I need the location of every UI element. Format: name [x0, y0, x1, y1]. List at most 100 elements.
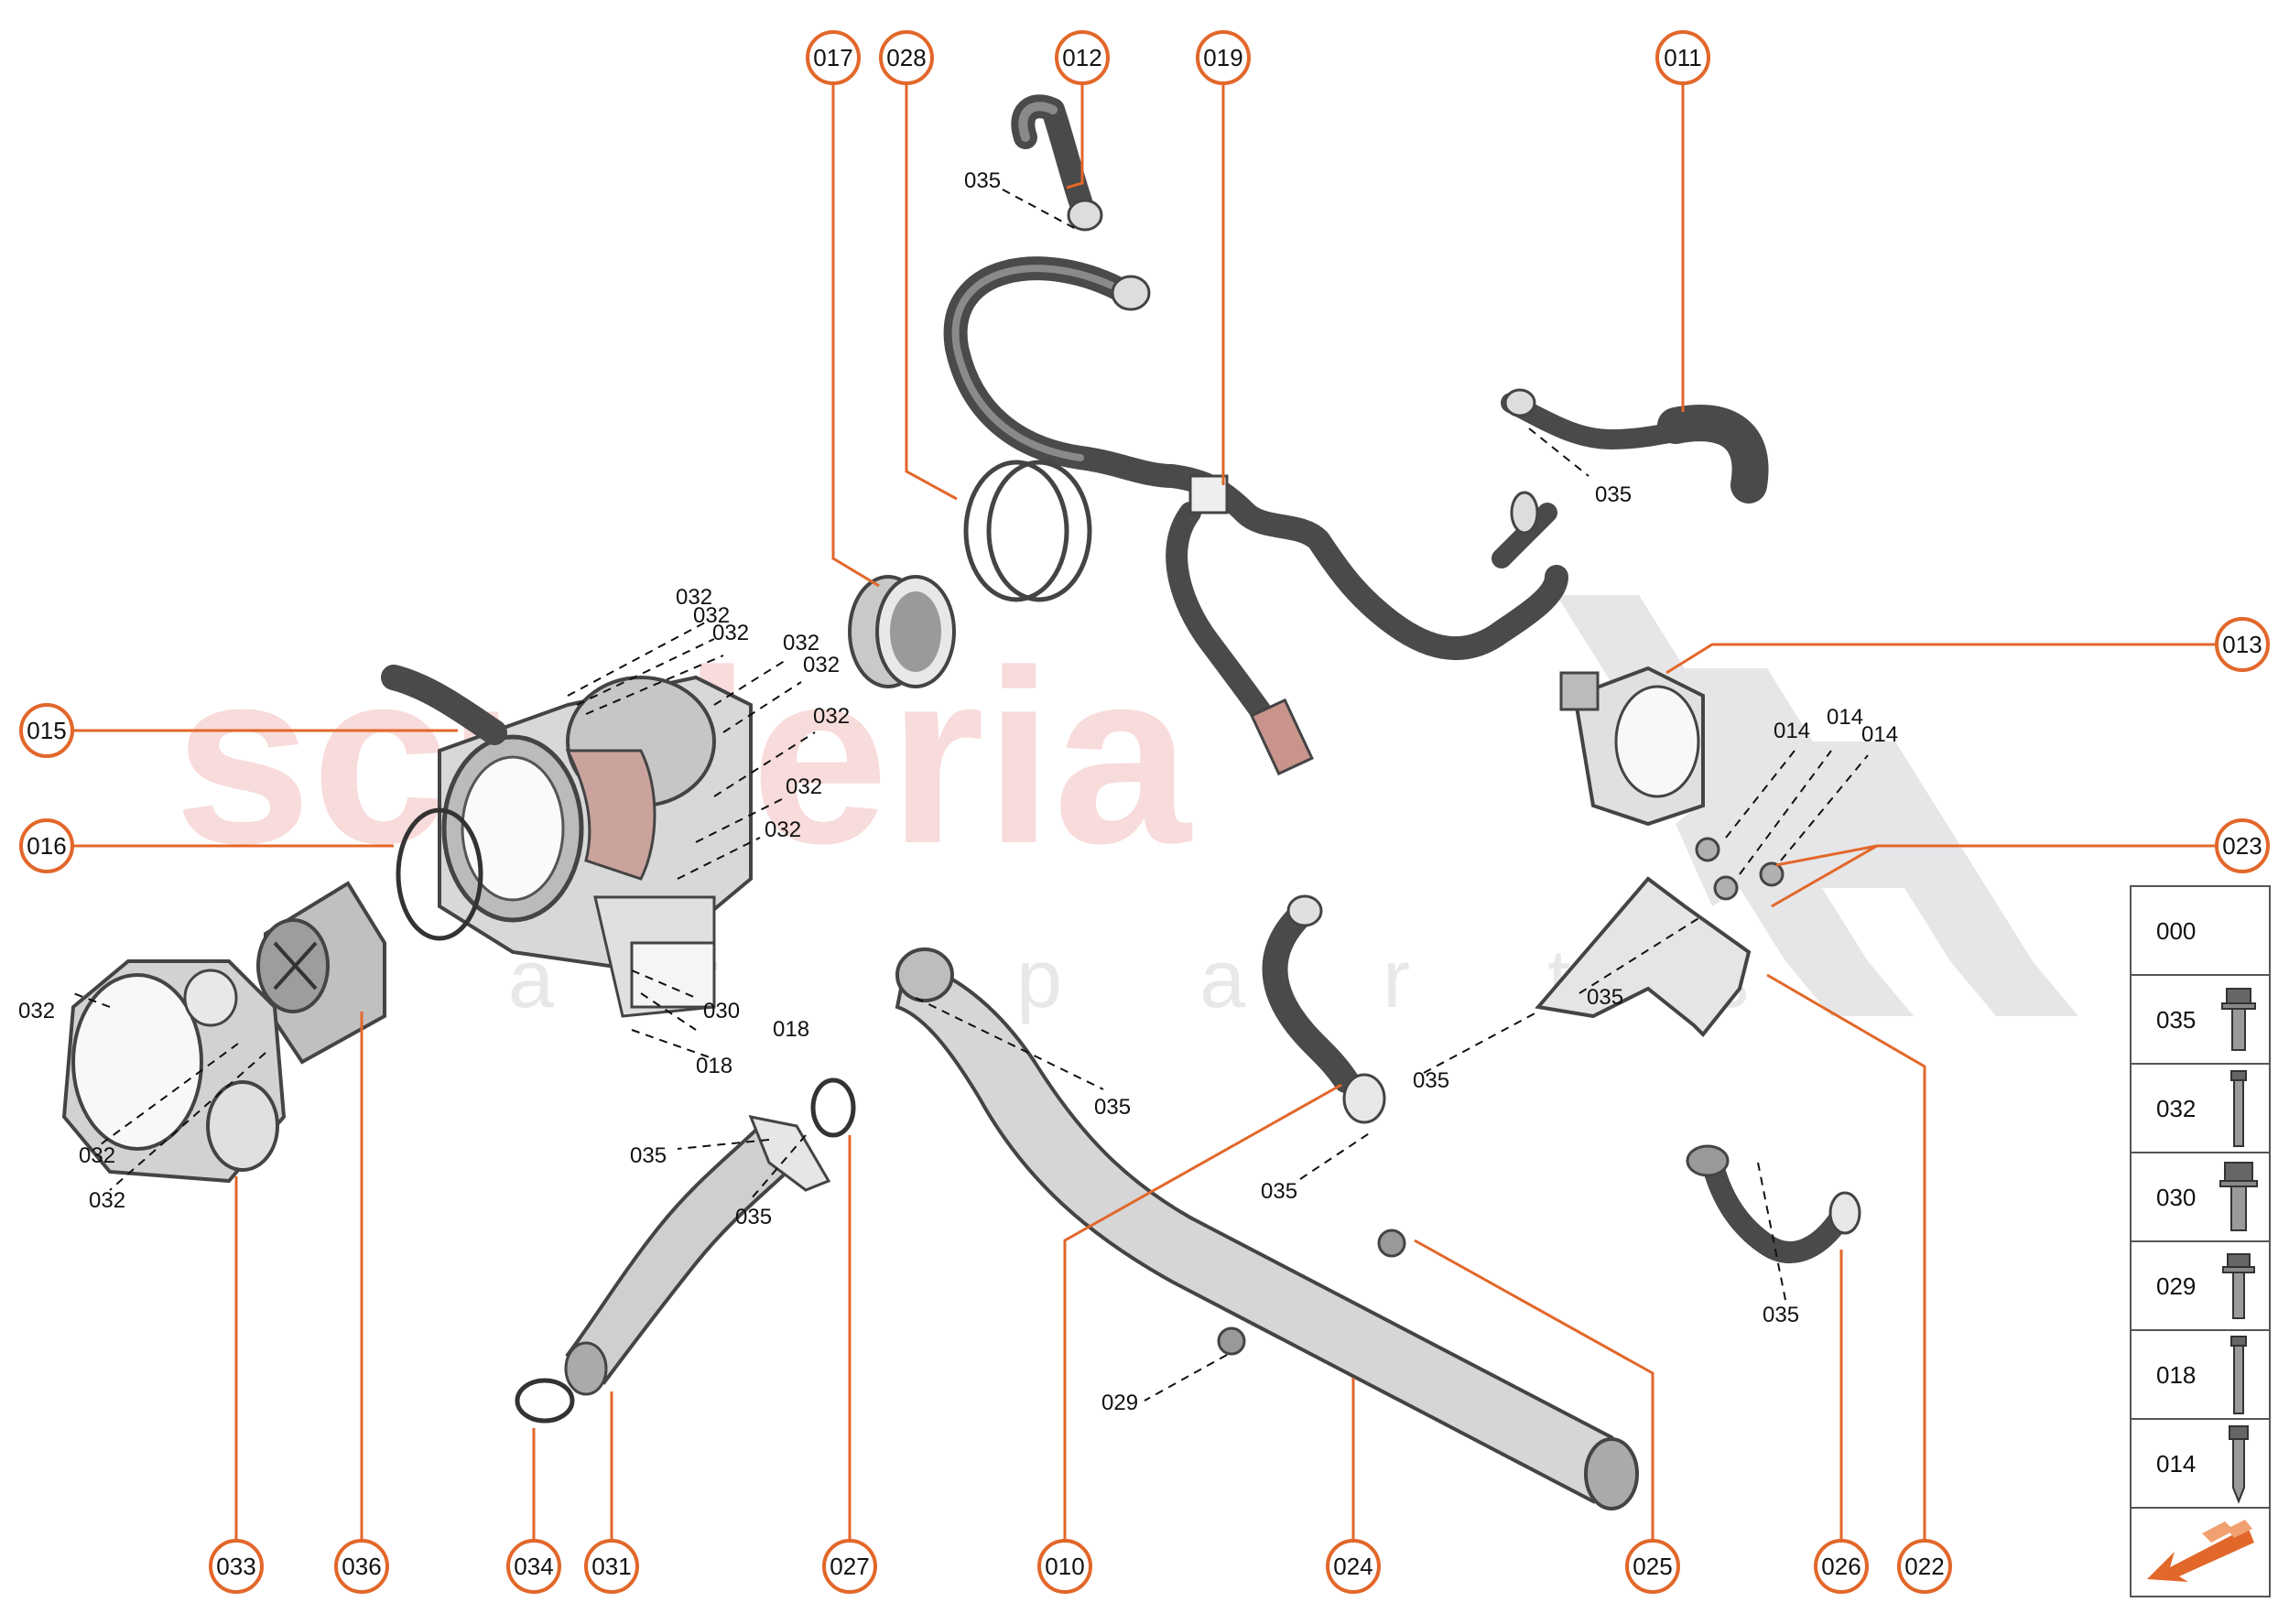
label-030: 030: [703, 999, 740, 1023]
part-028-clamp: [963, 460, 1092, 602]
fastener-legend: 000 035 032 030: [2130, 885, 2271, 1597]
label-032: 032: [676, 585, 712, 610]
long-bolt-icon: [2230, 1336, 2247, 1414]
callout-031[interactable]: 031: [584, 1539, 639, 1594]
part-026-hose: [1686, 1144, 1861, 1264]
svg-text:025: 025: [1633, 1553, 1672, 1580]
callout-026[interactable]: 026: [1814, 1539, 1869, 1594]
label-035: 035: [1094, 1095, 1131, 1120]
label-032: 032: [89, 1188, 125, 1213]
callout-023[interactable]: 023: [2215, 818, 2270, 873]
dashed-leaders: [72, 189, 1869, 1402]
legend-item-035[interactable]: 035: [2130, 974, 2271, 1065]
svg-text:022: 022: [1904, 1553, 1944, 1580]
self-tapping-screw-icon: [2229, 1425, 2249, 1504]
callout-025[interactable]: 025: [1625, 1539, 1680, 1594]
svg-text:010: 010: [1045, 1553, 1084, 1580]
label-032: 032: [765, 817, 801, 842]
part-010-hose: [1262, 894, 1386, 1124]
part-016-o-ring: [396, 807, 483, 941]
svg-text:034: 034: [514, 1553, 553, 1580]
flange-bolt-icon: [2219, 1162, 2258, 1231]
svg-text:011: 011: [1664, 44, 1701, 71]
legend-item-030[interactable]: 030: [2130, 1152, 2271, 1242]
label-032: 032: [783, 631, 819, 655]
label-032: 032: [786, 774, 822, 799]
callouts: 017 028 012 019 011 015 016 013 023 033 …: [19, 30, 2270, 1594]
callout-012[interactable]: 012: [1055, 30, 1110, 85]
callout-034[interactable]: 034: [506, 1539, 561, 1594]
callout-013[interactable]: 013: [2215, 617, 2270, 672]
svg-text:033: 033: [216, 1553, 255, 1580]
callout-033[interactable]: 033: [209, 1539, 264, 1594]
label-032: 032: [18, 999, 55, 1023]
legend-item-018[interactable]: 018: [2130, 1329, 2271, 1420]
callout-leaders: [69, 81, 2218, 1544]
callout-015[interactable]: 015: [19, 703, 74, 758]
legend-code: 014: [2156, 1450, 2196, 1478]
svg-text:027: 027: [830, 1553, 869, 1580]
label-014: 014: [1827, 705, 1863, 730]
callout-027[interactable]: 027: [822, 1539, 877, 1594]
svg-text:016: 016: [27, 832, 66, 860]
callout-036[interactable]: 036: [334, 1539, 389, 1594]
part-015-turbocharger: [381, 665, 753, 1018]
callout-016[interactable]: 016: [19, 818, 74, 873]
legend-code: 032: [2156, 1095, 2196, 1122]
part-029-plug: [1217, 1326, 1246, 1356]
callout-010[interactable]: 010: [1037, 1539, 1092, 1594]
label-032: 032: [803, 653, 840, 677]
svg-text:017: 017: [813, 44, 852, 71]
callout-011[interactable]: 011: [1655, 30, 1710, 85]
legend-code: 000: [2156, 917, 2196, 945]
svg-text:023: 023: [2222, 832, 2262, 860]
label-018: 018: [773, 1017, 809, 1042]
part-013-pump: [1559, 666, 1705, 827]
callout-019[interactable]: 019: [1196, 30, 1251, 85]
svg-text:028: 028: [886, 44, 926, 71]
part-033-housing: [61, 959, 287, 1184]
legend-item-014[interactable]: 014: [2130, 1418, 2271, 1509]
flange-bolt-icon: [2222, 1253, 2255, 1319]
legend-code: 035: [2156, 1006, 2196, 1034]
svg-text:012: 012: [1062, 44, 1101, 71]
part-017-sleeve: [848, 575, 956, 688]
label-014: 014: [1861, 722, 1898, 747]
label-035: 035: [1763, 1303, 1799, 1327]
label-035: 035: [964, 168, 1001, 193]
part-012-hose: [1011, 94, 1103, 232]
label-032: 032: [693, 603, 730, 628]
svg-text:013: 013: [2222, 631, 2262, 658]
svg-text:019: 019: [1203, 44, 1242, 71]
part-019-hose-assembly: [943, 256, 1568, 776]
legend-code: 030: [2156, 1184, 2196, 1211]
legend-item-029[interactable]: 029: [2130, 1240, 2271, 1331]
callout-017[interactable]: 017: [806, 30, 861, 85]
legend-item-032[interactable]: 032: [2130, 1063, 2271, 1153]
label-032: 032: [712, 621, 749, 645]
svg-text:036: 036: [342, 1553, 381, 1580]
part-036-cartridge: [256, 881, 386, 1065]
svg-text:031: 031: [591, 1553, 631, 1580]
part-034-ring: [515, 1378, 575, 1424]
callout-022[interactable]: 022: [1897, 1539, 1952, 1594]
legend-next-button[interactable]: [2130, 1507, 2271, 1597]
callout-024[interactable]: 024: [1326, 1539, 1381, 1594]
label-035: 035: [1595, 482, 1632, 507]
svg-text:026: 026: [1821, 1553, 1860, 1580]
legend-code: 018: [2156, 1361, 2196, 1389]
label-035: 035: [735, 1205, 772, 1229]
svg-text:015: 015: [27, 717, 66, 744]
label-035: 035: [1261, 1179, 1297, 1204]
part-011-hose: [1501, 388, 1769, 503]
part-031-pipe: [564, 1114, 831, 1396]
part-027-ring: [810, 1077, 856, 1138]
flange-bolt-icon: [2221, 988, 2256, 1051]
part-022-bracket: [1535, 876, 1752, 1037]
label-035: 035: [1413, 1068, 1449, 1093]
svg-text:024: 024: [1333, 1553, 1372, 1580]
watermark: scuderia car parts: [174, 595, 2078, 1025]
label-035: 035: [1587, 985, 1623, 1010]
callout-028[interactable]: 028: [879, 30, 934, 85]
label-014: 014: [1774, 719, 1810, 743]
